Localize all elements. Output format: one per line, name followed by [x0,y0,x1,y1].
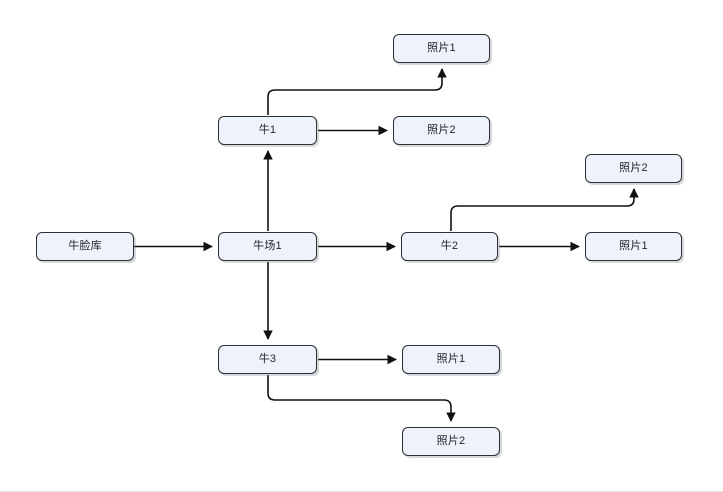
node-farm-1[interactable]: 牛场1 [218,232,317,261]
node-label: 牛场1 [253,240,282,252]
node-cow-2[interactable]: 牛2 [401,232,498,261]
node-label: 牛2 [440,240,459,252]
node-label: 照片1 [436,353,466,365]
node-cowface-db[interactable]: 牛脸库 [36,232,134,261]
node-label: 牛1 [258,124,277,136]
node-photo-1-of-cow-3[interactable]: 照片1 [402,345,500,374]
node-label: 照片1 [427,42,456,54]
node-photo-2-of-cow-2[interactable]: 照片2 [585,154,682,183]
node-cow-3[interactable]: 牛3 [218,345,317,374]
edge-cow3-to-photo2 [267,375,456,422]
node-label: 照片2 [619,162,648,174]
node-photo-1-top[interactable]: 照片1 [393,34,490,63]
node-photo-2-of-cow-3[interactable]: 照片2 [402,427,500,456]
node-label: 牛3 [258,353,277,365]
edge-cow2-to-photo2 [450,188,639,231]
node-label: 牛脸库 [68,240,102,252]
node-photo-2-of-cow-1[interactable]: 照片2 [393,116,490,145]
node-cow-1[interactable]: 牛1 [218,116,317,145]
node-label: 照片1 [619,240,648,252]
edge-cow1-to-photo1-top [267,68,447,115]
node-label: 照片2 [436,435,466,447]
node-label: 照片2 [427,124,456,136]
node-photo-1-of-cow-2[interactable]: 照片1 [585,232,682,261]
